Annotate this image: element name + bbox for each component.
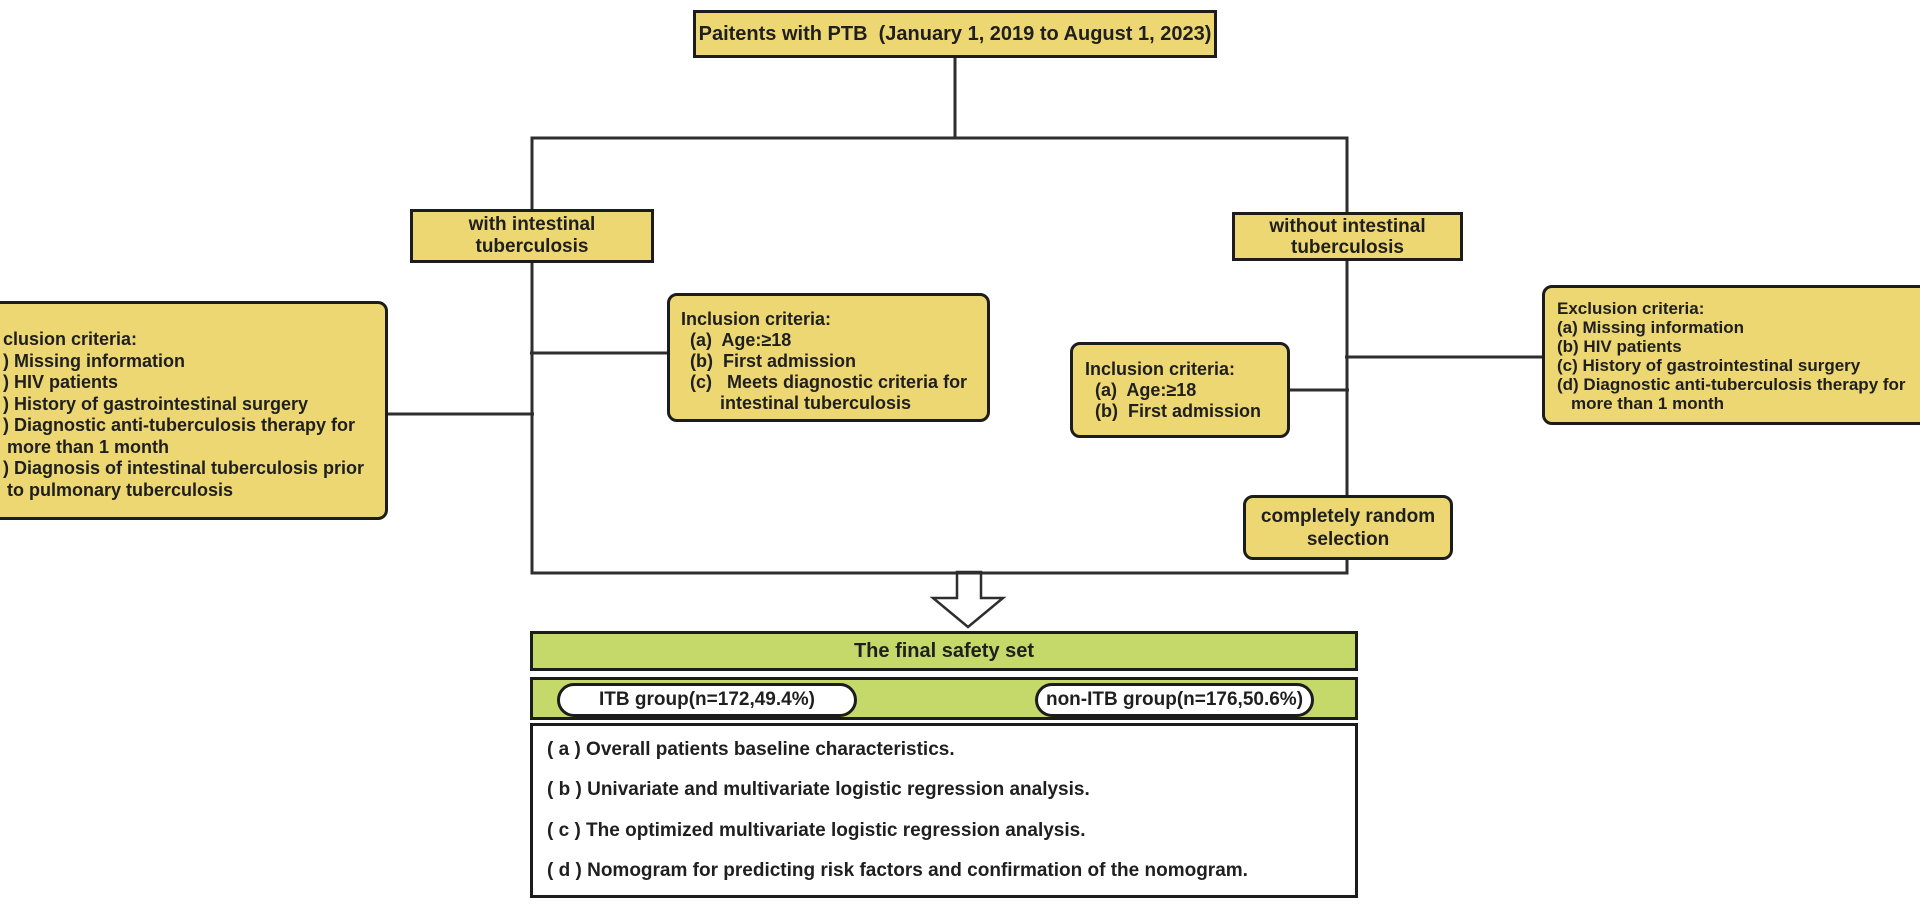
exclusion-right-item: more than 1 month xyxy=(1571,394,1725,413)
exclusion-left-item: ) Diagnosis of intestinal tuberculosis p… xyxy=(3,458,365,478)
exclusion-criteria-right-box: Exclusion criteria: (a) Missing informat… xyxy=(1542,285,1920,425)
exclusion-left-item: ) HIV patients xyxy=(3,372,119,392)
branch-frame-rectangle xyxy=(530,136,1349,575)
exclusion-left-item: to pulmonary tuberculosis xyxy=(7,479,234,500)
final-safety-set-bar: The final safety set xyxy=(530,631,1358,671)
exclusion-left-item: ) History of gastrointestinal surgery xyxy=(3,393,309,414)
with-itb-branch-box: with intestinal tuberculosis xyxy=(410,209,654,263)
inclusion-left-item: (c) Meets diagnostic criteria for xyxy=(690,372,968,392)
exclusion-left-item: ) Missing information xyxy=(3,350,185,371)
exclusion-right-item: (d) Diagnostic anti-tuberculosis therapy… xyxy=(1557,375,1906,394)
patients-ptb-box: Paitents with PTB (January 1, 2019 to Au… xyxy=(693,10,1217,58)
final-safety-set-title: The final safety set xyxy=(853,639,1035,662)
itb-group-pill: ITB group(n=172,49.4%) xyxy=(557,683,857,717)
exclusion-right-item: (c) History of gastrointestinal surgery xyxy=(1557,356,1861,375)
down-arrow-icon xyxy=(929,570,1007,629)
non-itb-group-pill: non-ITB group(n=176,50.6%) xyxy=(1035,683,1314,717)
inclusion-right-item: (a) Age:≥18 xyxy=(1095,380,1197,400)
without-itb-branch-box: without intestinal tuberculosis xyxy=(1232,212,1463,261)
inclusion-left-heading: Inclusion criteria: xyxy=(681,309,832,329)
inclusion-left-item: (b) First admission xyxy=(690,351,857,371)
analysis-step-d: ( d ) Nomogram for predicting risk facto… xyxy=(547,859,1248,881)
completely-random-selection-box: completely random selection xyxy=(1243,495,1453,560)
exclusion-right-item: (b) HIV patients xyxy=(1557,337,1682,356)
exclusion-left-heading: clusion criteria: xyxy=(3,329,138,349)
exclusion-right-item: (a) Missing information xyxy=(1557,318,1744,337)
inclusion-right-item: (b) First admission xyxy=(1095,401,1262,421)
exclusion-left-item: more than 1 month xyxy=(7,436,170,457)
inclusion-criteria-right-box: Inclusion criteria: (a) Age:≥18 (b) Firs… xyxy=(1070,342,1290,438)
analysis-step-b: ( b ) Univariate and multivariate logist… xyxy=(547,779,1090,801)
group-split-bar: ITB group(n=172,49.4%) non-ITB group(n=1… xyxy=(530,677,1358,720)
analysis-step-a: ( a ) Overall patients baseline characte… xyxy=(547,739,955,761)
analysis-steps-box: ( a ) Overall patients baseline characte… xyxy=(530,723,1358,898)
exclusion-criteria-left-box: clusion criteria: ) Missing information … xyxy=(0,301,388,520)
inclusion-left-item: intestinal tuberculosis xyxy=(720,393,912,413)
exclusion-left-item: ) Diagnostic anti-tuberculosis therapy f… xyxy=(3,415,356,435)
inclusion-right-heading: Inclusion criteria: xyxy=(1085,359,1236,379)
inclusion-criteria-left-box: Inclusion criteria: (a) Age:≥18 (b) Firs… xyxy=(667,293,990,422)
inclusion-left-item: (a) Age:≥18 xyxy=(690,330,792,350)
analysis-step-c: ( c ) The optimized multivariate logisti… xyxy=(547,819,1086,841)
exclusion-right-heading: Exclusion criteria: xyxy=(1557,299,1705,318)
